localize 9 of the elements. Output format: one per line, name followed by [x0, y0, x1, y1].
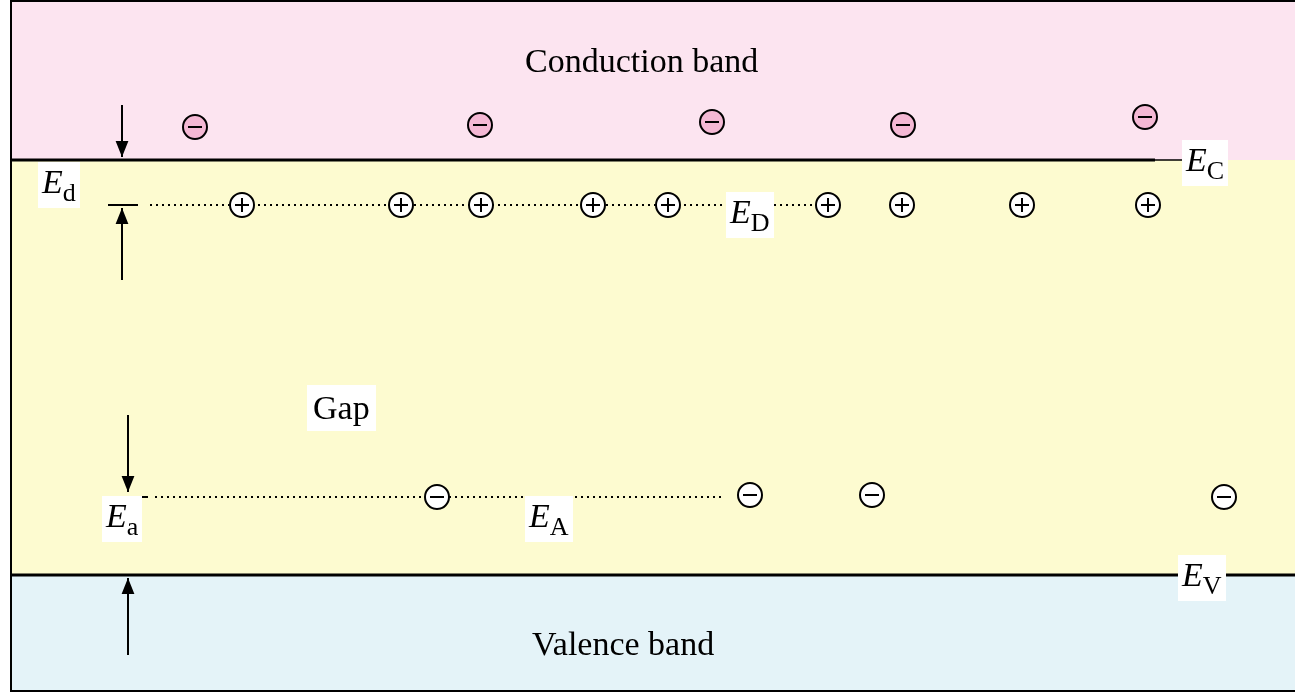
energy-label: E$_{a}$	[102, 496, 143, 542]
energy-label: E$_{D}$	[726, 192, 774, 238]
band-label: Gap	[307, 385, 376, 431]
band-label: Valence band	[532, 625, 715, 663]
band-label: Conduction band	[525, 42, 759, 80]
energy-label: E$_{d}$	[38, 162, 80, 208]
energy-label: E$_{A}$	[525, 496, 573, 542]
energy-label: E$_{C}$	[1182, 140, 1229, 186]
energy-label: E$_{V}$	[1178, 555, 1226, 601]
